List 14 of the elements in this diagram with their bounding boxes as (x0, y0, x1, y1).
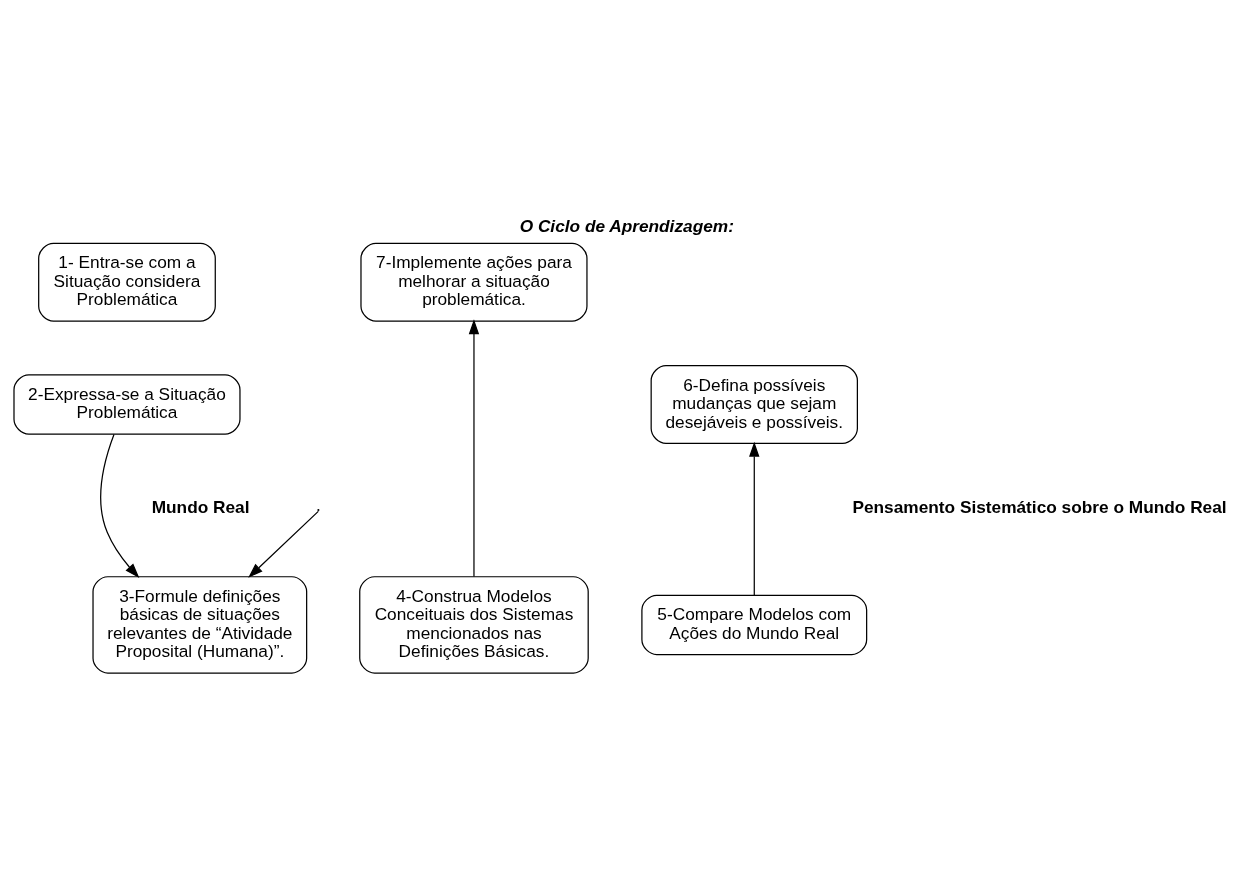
node-box: 6-Defina possíveis mudanças que sejam desejáveis e possíveis. (650, 364, 858, 444)
node-box: 1- Entra-se com a Situação considera Problemática (38, 242, 216, 322)
node-box: 5-Compare Modelos com Ações do Mundo Real (641, 594, 868, 655)
arrow (248, 510, 319, 578)
node-box: 3-Formule definições básicas de situações relevantes de “Atividade Proposital (Humana)”. (92, 575, 308, 674)
label: Mundo Real (151, 496, 250, 517)
arrow (100, 433, 140, 578)
arrow (468, 318, 480, 577)
label: Pensamento Sistemático sobre o Mundo Real (852, 496, 1227, 517)
node-box: 2-Expressa-se a Situação Problemática (13, 373, 241, 435)
node-box: 4-Construa Modelos Conceituais dos Sistemas mencionados nas Definições Básicas. (359, 575, 589, 674)
arrow (749, 441, 760, 596)
node-box: 7-Implemente ações para melhorar a situação problemática. (360, 242, 588, 322)
diagram-title: O Ciclo de Aprendizagem: (519, 215, 734, 236)
